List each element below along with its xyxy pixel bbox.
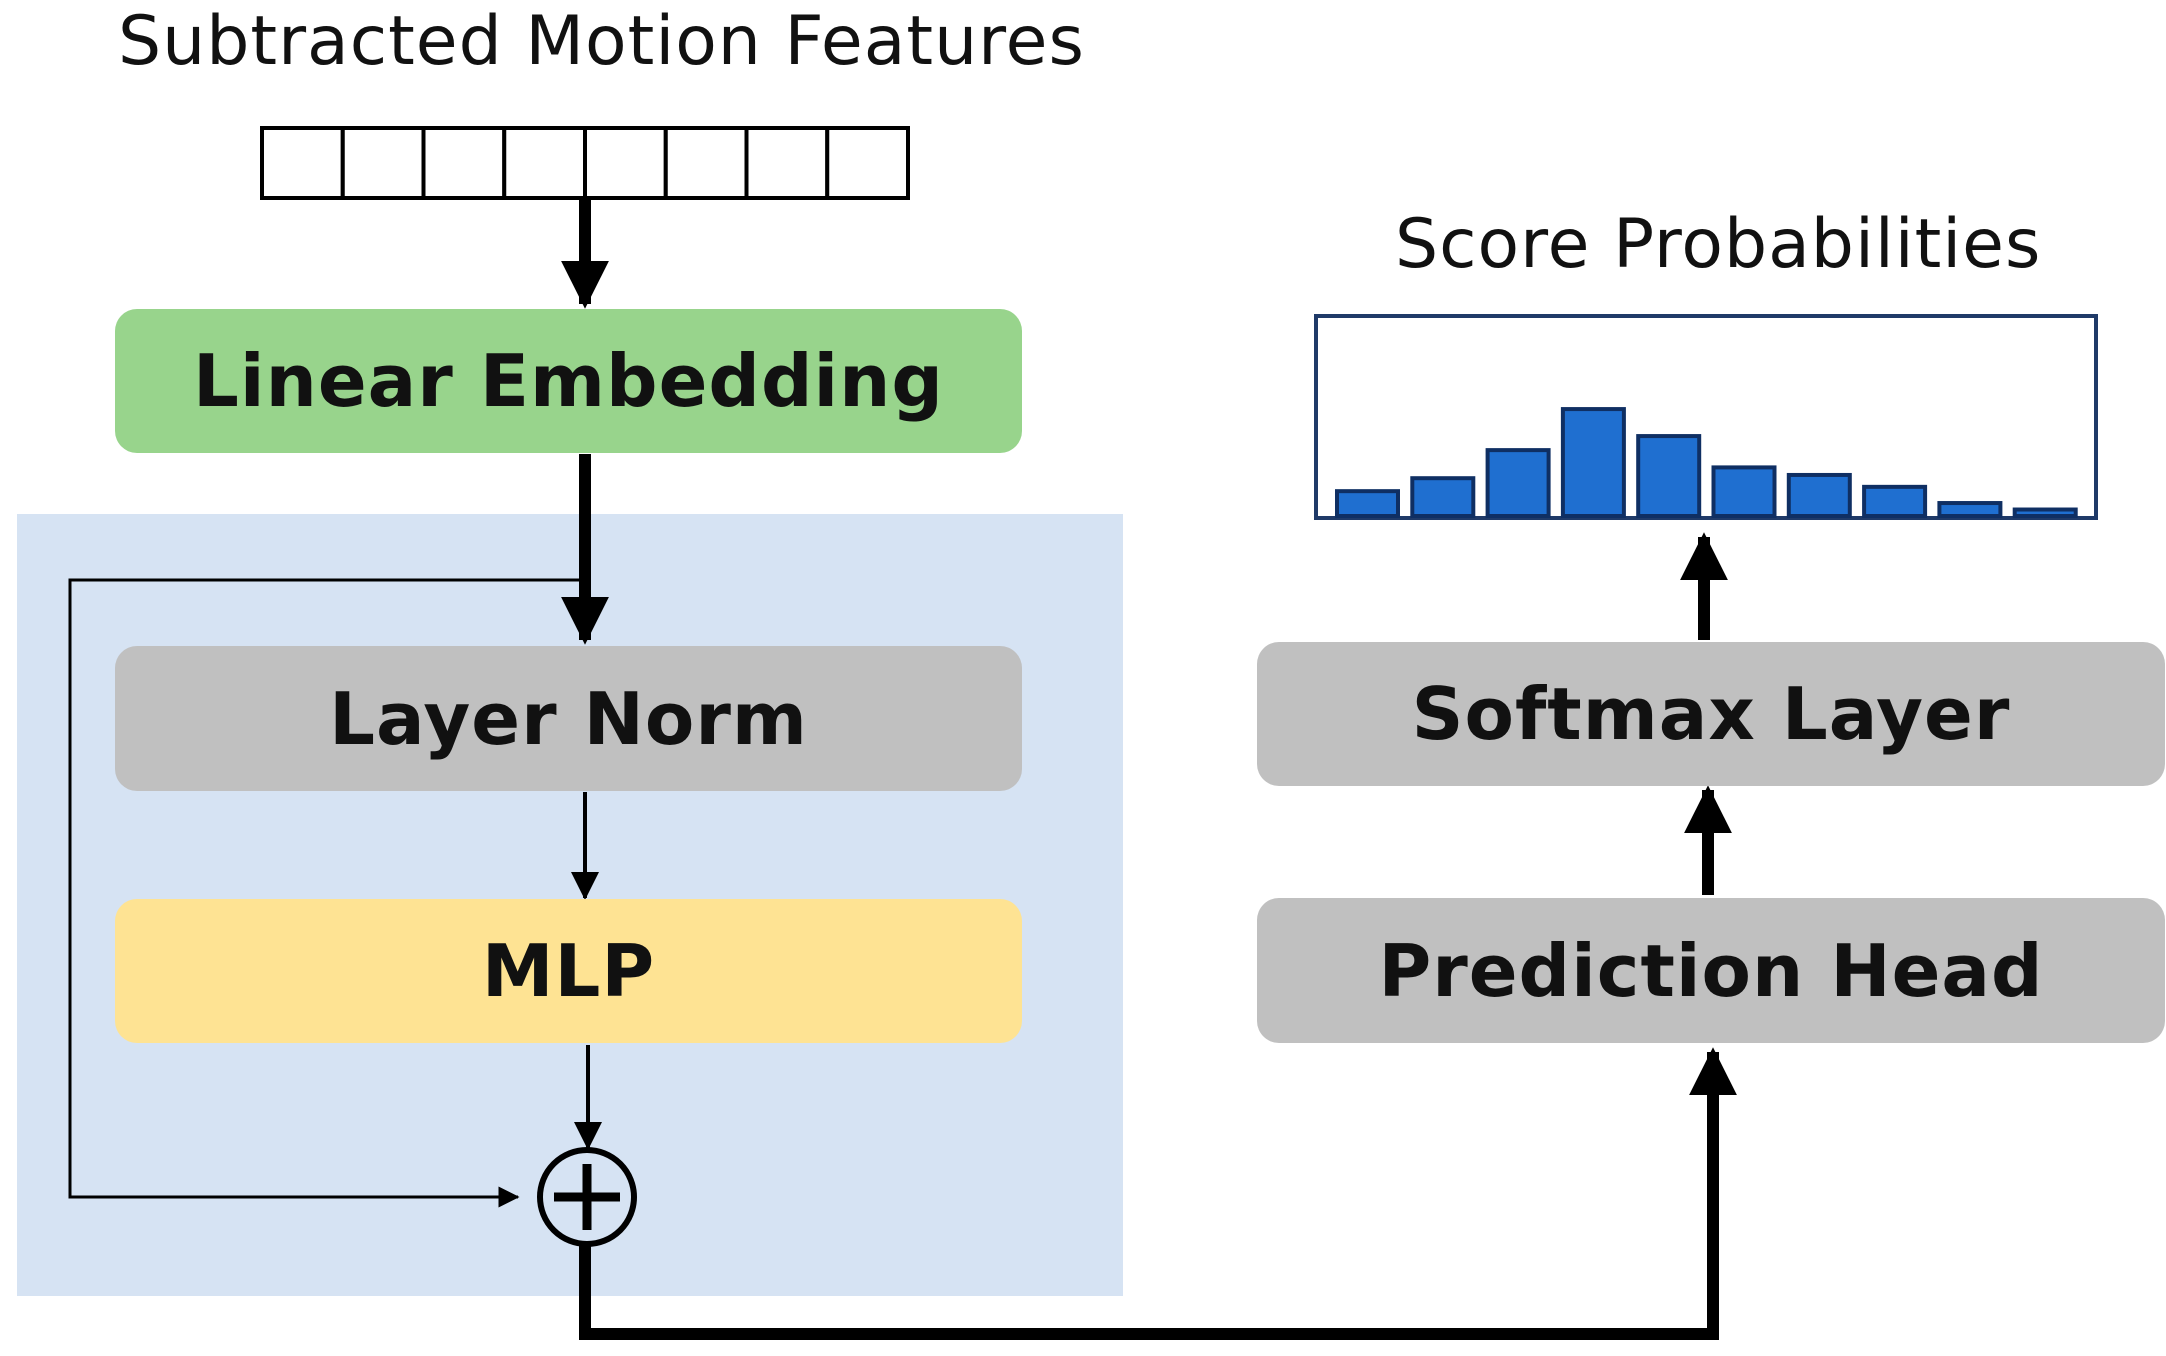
mlp-block: MLP	[115, 899, 1022, 1043]
score-probability-bars	[1335, 407, 2078, 519]
softmax-layer-block: Softmax Layer	[1257, 642, 2165, 786]
output-title: Score Probabilities	[1395, 205, 2042, 284]
feature-cell	[663, 126, 749, 200]
probability-bar	[2012, 507, 2078, 518]
probability-bar	[1560, 407, 1626, 518]
layer-norm-block: Layer Norm	[115, 646, 1022, 791]
probability-bar	[1937, 501, 2003, 519]
probability-bar	[1711, 465, 1777, 518]
feature-cell	[260, 126, 345, 200]
input-title: Subtracted Motion Features	[118, 2, 1085, 81]
probability-bar	[1485, 448, 1551, 518]
softmax-layer-label: Softmax Layer	[1411, 672, 2011, 756]
probability-bar	[1786, 472, 1852, 518]
feature-cell	[825, 126, 910, 200]
probability-bar	[1410, 476, 1476, 519]
residual-skip-line	[68, 578, 580, 1208]
probability-bar	[1335, 489, 1400, 519]
probability-bar	[1862, 484, 1928, 518]
residual-add-icon	[537, 1147, 637, 1247]
feature-cell	[340, 126, 426, 200]
layer-norm-label: Layer Norm	[329, 676, 808, 761]
input-feature-vector	[260, 126, 910, 200]
linear-embedding-block: Linear Embedding	[115, 309, 1022, 453]
probability-bar	[1636, 434, 1702, 518]
feature-cell	[502, 126, 587, 200]
prediction-head-label: Prediction Head	[1378, 928, 2044, 1013]
arrow-sum-to-prediction-head	[579, 1047, 1737, 1340]
feature-cell	[744, 126, 830, 200]
prediction-head-block: Prediction Head	[1257, 898, 2165, 1043]
mlp-label: MLP	[481, 929, 656, 1013]
feature-cell	[583, 126, 668, 200]
feature-cell	[421, 126, 507, 200]
linear-embedding-label: Linear Embedding	[193, 339, 944, 423]
